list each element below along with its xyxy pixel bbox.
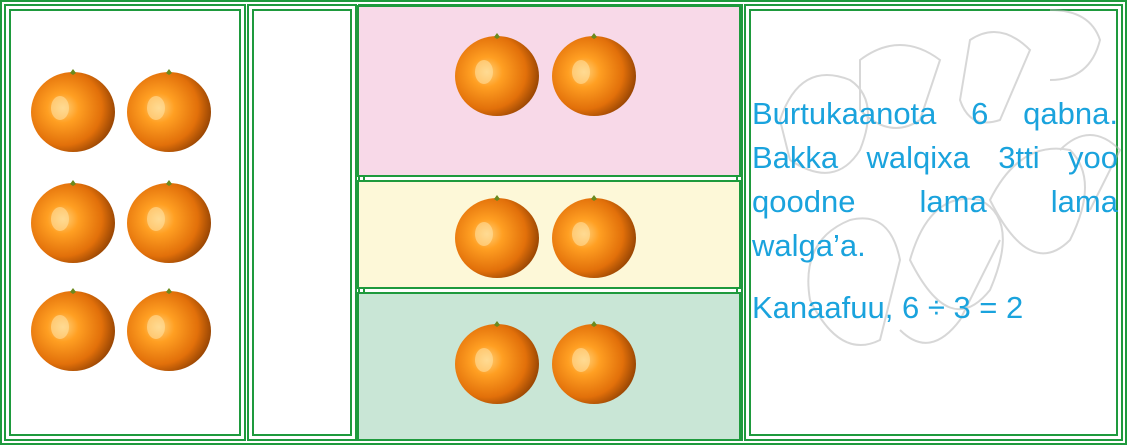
orange-fruit-icon <box>452 28 542 118</box>
orange-fruit-icon <box>28 175 118 265</box>
orange-fruit-icon <box>124 64 214 154</box>
orange-fruit-icon <box>28 64 118 154</box>
orange-fruit-icon <box>28 283 118 373</box>
cell-empty <box>247 4 357 441</box>
orange-fruit-icon <box>549 316 639 406</box>
orange-fruit-icon <box>549 28 639 118</box>
orange-fruit-icon <box>124 283 214 373</box>
orange-fruit-icon <box>452 190 542 280</box>
orange-fruit-icon <box>549 190 639 280</box>
orange-fruit-icon <box>452 316 542 406</box>
problem-statement: Burtukaanota 6 qabna. Bakka walqixa 3tti… <box>752 92 1118 268</box>
orange-fruit-icon <box>124 175 214 265</box>
division-equation: Kanaafuu, 6 ÷ 3 = 2 <box>752 286 1118 330</box>
problem-text: Burtukaanota 6 qabna. Bakka walqixa 3tti… <box>752 92 1118 330</box>
